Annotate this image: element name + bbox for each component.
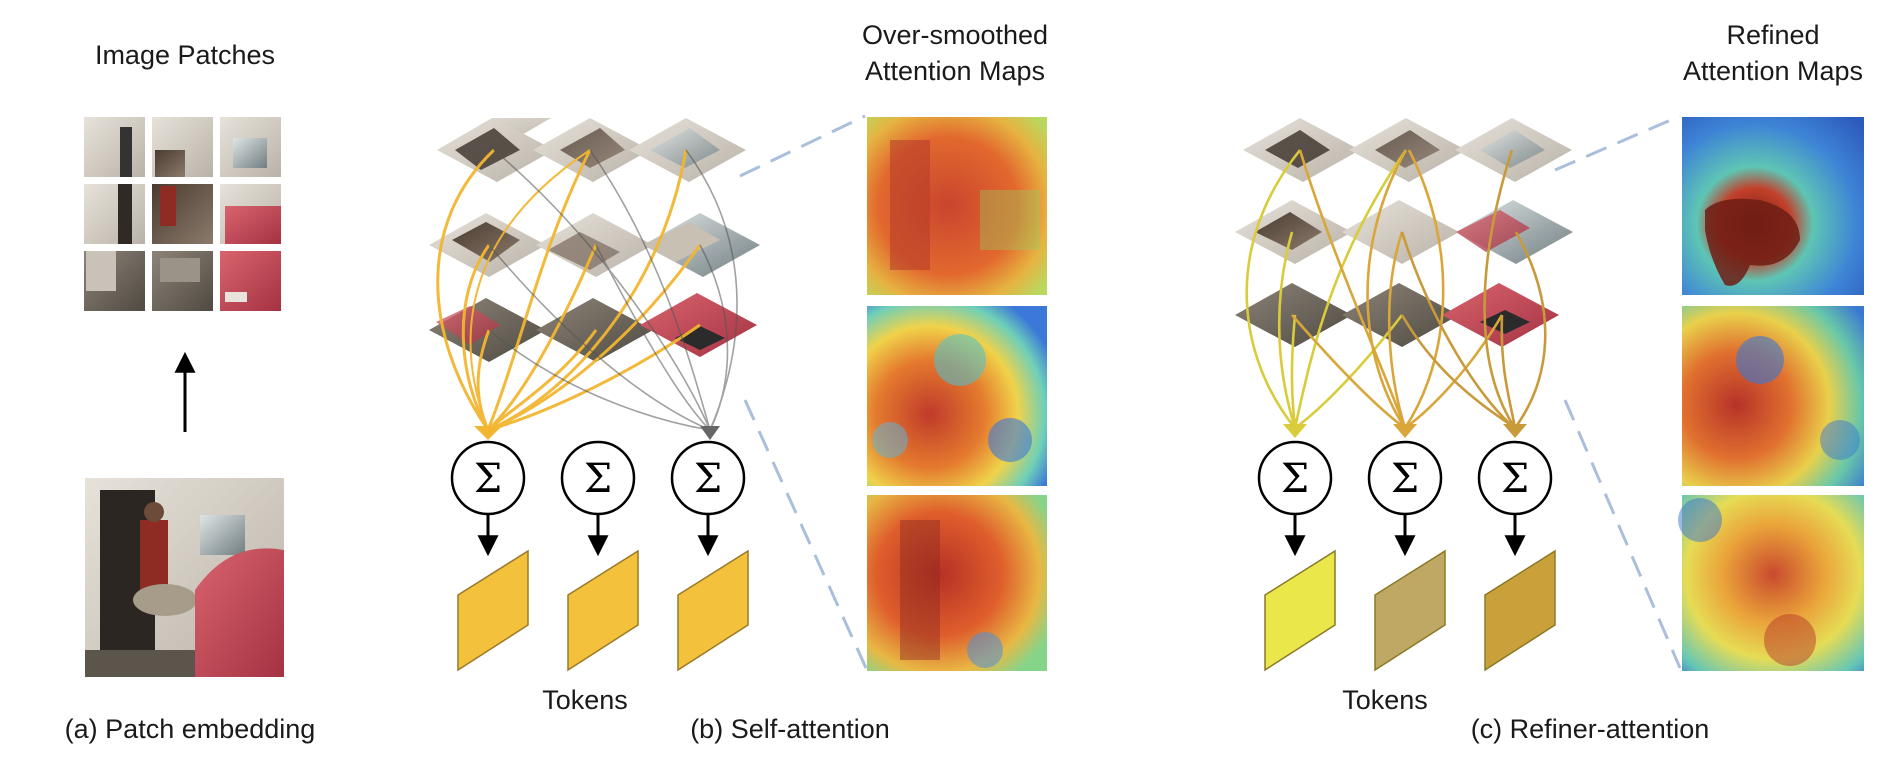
b-sum-nodes: Σ Σ Σ bbox=[450, 440, 746, 516]
panel-a-title: Image Patches bbox=[94, 40, 276, 70]
b-patch-grid bbox=[429, 118, 760, 362]
b-sum-symbol-3: Σ bbox=[694, 456, 722, 502]
c-dashed-connectors bbox=[1554, 114, 1682, 669]
b-weak-attention-curves bbox=[488, 149, 738, 431]
b-token-1 bbox=[457, 549, 529, 672]
panel-a-caption: (a) Patch embedding bbox=[64, 714, 316, 744]
b-attention-map-3 bbox=[867, 495, 1047, 671]
panel-b-maps-title-line-1: Over-smoothed bbox=[861, 20, 1049, 50]
panel-c-caption: (c) Refiner-attention bbox=[1470, 714, 1710, 744]
c-tokens bbox=[1264, 549, 1556, 672]
panel-c-maps-title-line-1: Refined bbox=[1726, 20, 1820, 50]
c-curves-token-2 bbox=[1291, 149, 1504, 430]
panel-c-tokens-label: Tokens bbox=[1342, 685, 1428, 715]
b-tokens bbox=[457, 549, 749, 672]
c-arrowhead-2 bbox=[1393, 424, 1417, 438]
c-sum-symbol-3: Σ bbox=[1501, 456, 1529, 502]
b-sum-symbol-2: Σ bbox=[584, 456, 612, 502]
b-arrowhead-1 bbox=[474, 426, 502, 440]
b-strong-attention-curves bbox=[436, 148, 702, 432]
panel-b-self-attention: Σ Σ Σ bbox=[429, 114, 1047, 672]
c-token-2 bbox=[1374, 549, 1446, 672]
c-arrowhead-1 bbox=[1283, 424, 1307, 438]
panel-b-caption: (b) Self-attention bbox=[690, 714, 890, 744]
c-curves-token-1 bbox=[1245, 149, 1408, 430]
panel-b-tokens-label: Tokens bbox=[542, 685, 628, 715]
input-image bbox=[85, 478, 284, 677]
b-token-arrows bbox=[477, 514, 719, 557]
b-arrowhead-3 bbox=[700, 426, 720, 440]
c-token-1 bbox=[1264, 549, 1336, 672]
c-arrowhead-3 bbox=[1503, 424, 1527, 438]
c-sum-symbol-1: Σ bbox=[1281, 456, 1309, 502]
c-sum-nodes: Σ Σ Σ bbox=[1257, 440, 1553, 516]
c-sum-symbol-2: Σ bbox=[1391, 456, 1419, 502]
c-curves-token-3 bbox=[1400, 149, 1547, 430]
c-token-arrows bbox=[1284, 514, 1526, 557]
c-attention-maps bbox=[1678, 117, 1864, 671]
panel-c-maps-title-line-2: Attention Maps bbox=[1682, 56, 1864, 86]
b-token-2 bbox=[567, 549, 639, 672]
b-token-3 bbox=[677, 549, 749, 672]
panel-b-maps-title-line-2: Attention Maps bbox=[864, 56, 1046, 86]
b-sum-symbol-1: Σ bbox=[474, 456, 502, 502]
b-attention-maps bbox=[867, 117, 1047, 671]
c-token-3 bbox=[1484, 549, 1556, 672]
panel-c-refiner-attention: Σ Σ Σ bbox=[1235, 114, 1864, 672]
panel-a-patch-embedding bbox=[84, 117, 284, 677]
b-dashed-connectors bbox=[739, 114, 868, 669]
image-patch-grid bbox=[84, 117, 281, 311]
